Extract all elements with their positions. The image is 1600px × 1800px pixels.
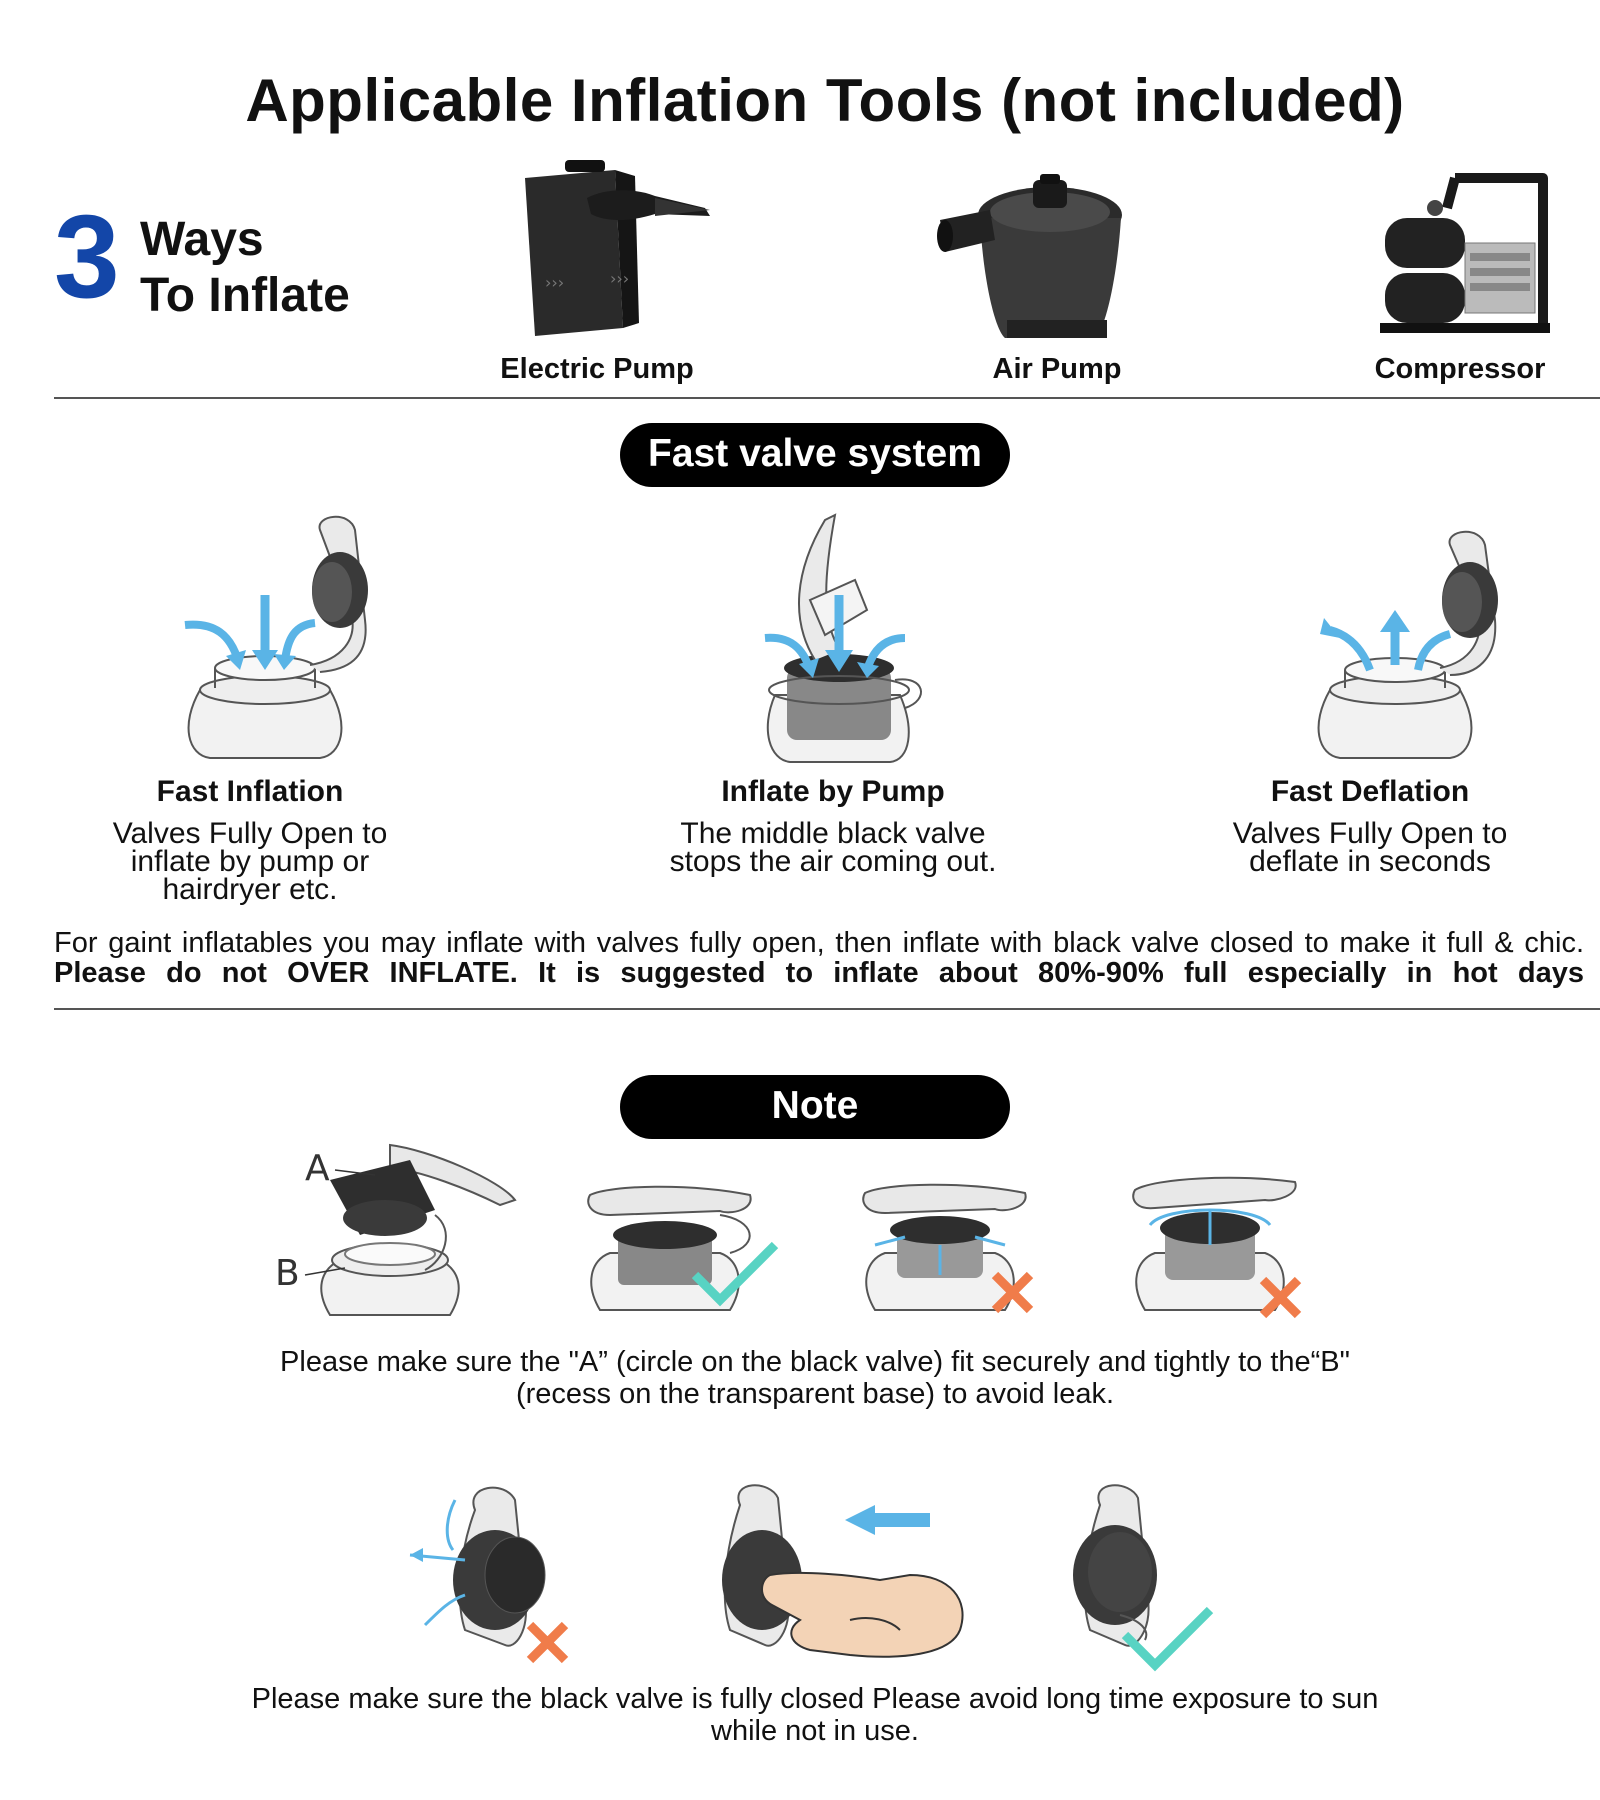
divider-top [54, 397, 1600, 399]
desc-line: Valves Fully Open to [112, 817, 388, 850]
valve-misaligned-wrong-icon [1132, 1176, 1302, 1319]
advice-bold-text: Please do not OVER INFLATE. It is sugges… [54, 957, 1584, 989]
valve-leak-wrong-icon [862, 1183, 1034, 1314]
fast-valve-badge: Fast valve system [620, 423, 1010, 487]
desc-line: inflate by pump or [130, 845, 370, 878]
desc-line: hairdryer etc. [162, 873, 338, 906]
tool-label-compressor: Compressor [1374, 353, 1546, 385]
note-badge: Note [620, 1075, 1010, 1139]
page-title: Applicable Inflation Tools (not included… [245, 67, 1405, 134]
valve-not-closed-wrong-icon [409, 1486, 569, 1664]
note-fit-line-1: Please make sure the "A” (circle on the … [280, 1346, 1350, 1378]
divider-middle [54, 1008, 1600, 1010]
note-closed-line-1: Please make sure the black valve is full… [251, 1683, 1379, 1715]
ways-line-2: To Inflate [140, 269, 350, 322]
note-fit-line-2: (recess on the transparent base) to avoi… [515, 1378, 1115, 1410]
note-fit-text: Please make sure the "A” (circle on the … [100, 1346, 1530, 1410]
desc-line: deflate in seconds [1249, 845, 1491, 878]
fast-inflation-valve-icon [184, 515, 368, 759]
desc-line: stops the air coming out. [669, 845, 997, 878]
electric-pump-icon: ››› ››› [525, 160, 710, 336]
inflation-advice-paragraph: For gaint inflatables you may inflate wi… [54, 928, 1584, 988]
air-pump-icon [937, 174, 1122, 338]
tool-label-electric-pump: Electric Pump [500, 353, 694, 385]
desc-line: Valves Fully Open to [1232, 817, 1508, 850]
fast-deflation-valve-icon [1317, 530, 1498, 759]
valve-ab-diagram-icon: A B [275, 1143, 517, 1316]
fast-inflation-desc: Valves Fully Open to inflate by pump or … [0, 817, 500, 906]
svg-text:›››: ››› [545, 273, 564, 292]
label-a: A [305, 1148, 330, 1189]
inflate-by-pump-title: Inflate by Pump [721, 775, 945, 808]
note-closed-line-2: while not in use. [711, 1715, 919, 1747]
ways-label: Ways To Inflate [140, 212, 350, 324]
valve-correct-fit-icon [587, 1185, 779, 1311]
fast-deflation-title: Fast Deflation [1270, 775, 1470, 808]
note-closed-text: Please make sure the black valve is full… [100, 1683, 1530, 1747]
advice-normal-text: For gaint inflatables you may inflate wi… [54, 927, 1584, 959]
inflate-by-pump-valve-icon [764, 513, 922, 763]
ways-line-1: Ways [140, 213, 264, 266]
ways-count: 3 [54, 191, 120, 323]
fast-deflation-desc: Valves Fully Open to deflate in seconds [1120, 817, 1600, 878]
fast-inflation-title: Fast Inflation [156, 775, 344, 808]
valve-closed-correct-icon [1073, 1484, 1214, 1672]
inflate-by-pump-desc: The middle black valve stops the air com… [583, 817, 1083, 878]
desc-line: The middle black valve [680, 817, 986, 850]
compressor-icon [1380, 173, 1550, 333]
tool-label-air-pump: Air Pump [992, 353, 1122, 385]
label-b: B [275, 1253, 300, 1294]
svg-text:›››: ››› [610, 269, 629, 288]
finger-closing-valve-icon [722, 1484, 964, 1658]
